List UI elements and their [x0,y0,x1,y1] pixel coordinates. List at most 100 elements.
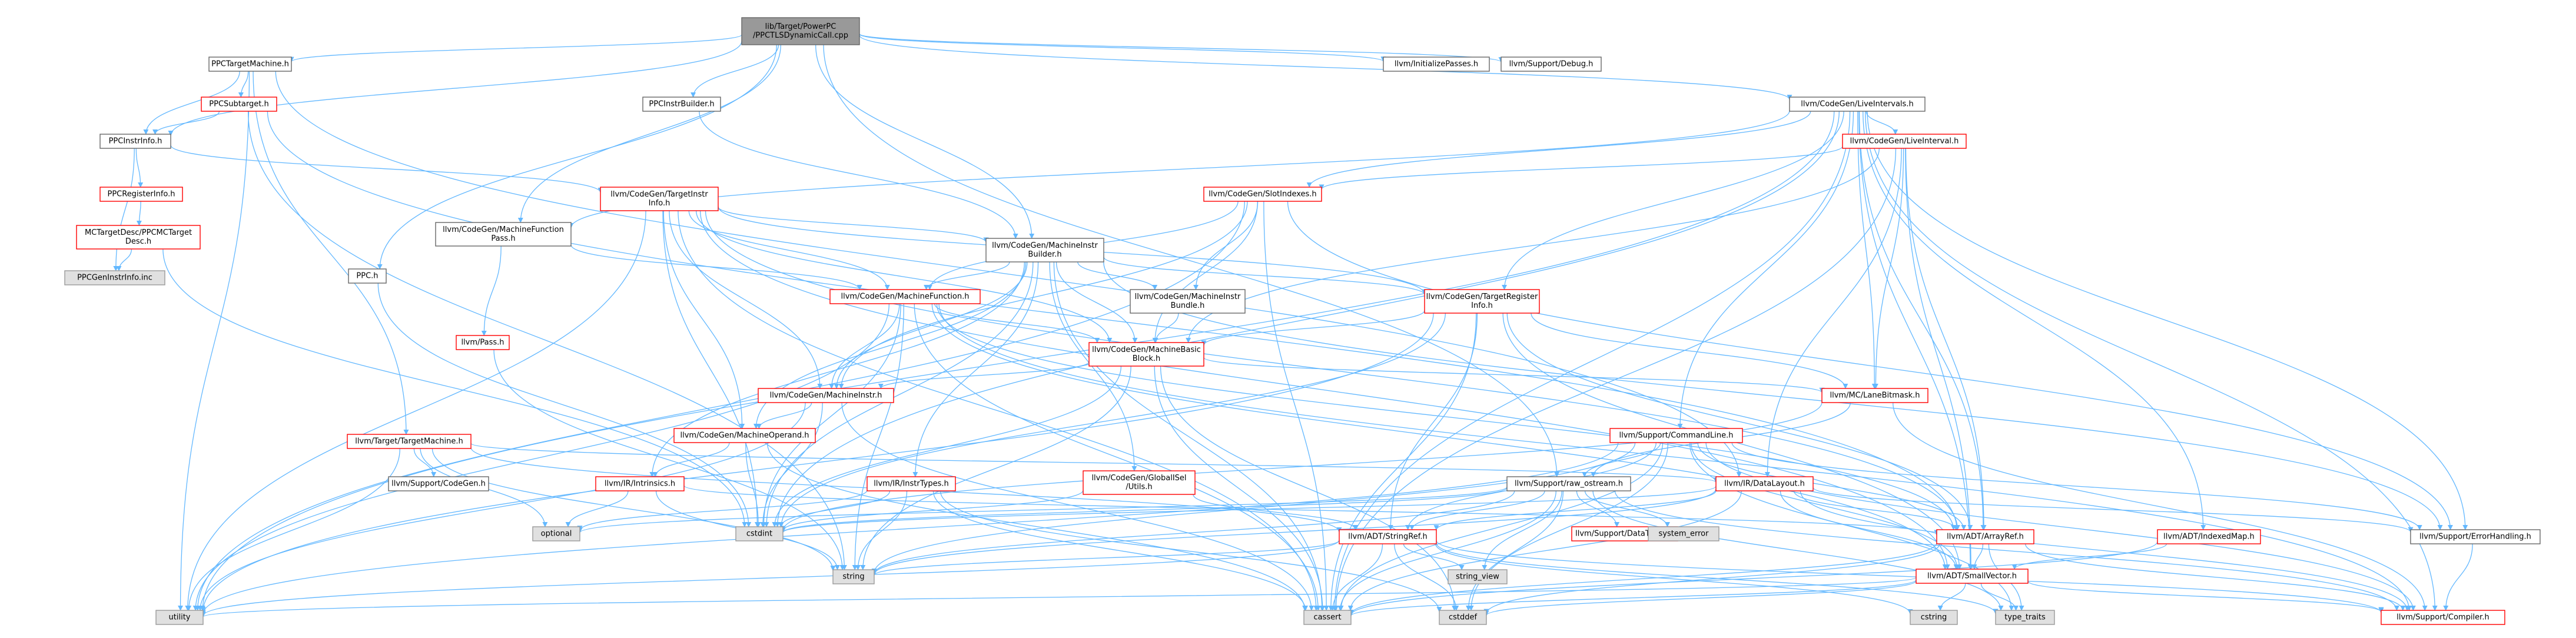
node-stringref[interactable]: llvm/ADT/StringRef.h [1339,529,1437,544]
node-indexedmap[interactable]: llvm/ADT/IndexedMap.h [2157,529,2261,544]
node-ppcinstrbuilder[interactable]: PPCInstrBuilder.h [642,97,721,112]
edge-focus-to-ppch [377,44,777,270]
node-cmdline[interactable]: llvm/Support/CommandLine.h [1609,428,1743,443]
edge-liveintervals-to-liveinterval [1865,111,1898,135]
node-ppcsub-label-line-0: PPCSubtarget.h [209,100,268,109]
node-ppcinstrinfo[interactable]: PPCInstrInfo.h [99,134,171,149]
edge-rawostream-to-optional [577,486,1508,533]
node-rawostream[interactable]: llvm/Support/raw_ostream.h [1506,476,1631,491]
edge-stringref-to-cstring [1435,543,1913,614]
edge-focus-to-ppcinstrinfo [168,41,742,136]
node-utility: utility [155,610,204,625]
node-typetraits: type_traits [1995,610,2055,625]
edge-ppcsub-to-string [247,111,847,570]
edge-mib-to-mibundle [1077,261,1158,290]
edge-insttypes-to-cassert [932,490,1309,611]
node-insttypes[interactable]: llvm/IR/InstrTypes.h [867,476,956,491]
edge-liveinterval-to-datalayout [1764,148,1902,477]
node-ppch[interactable]: PPC.h [348,268,387,284]
edge-ppcsub-to-ppcinstrinfo [152,111,220,135]
node-compiler[interactable]: llvm/Support/Compiler.h [2381,610,2505,625]
node-ppcreginfo[interactable]: PPCRegisterInfo.h [99,187,183,202]
edge-liveintervals-to-smallvector [1858,111,1973,570]
node-cstring-box [1910,610,1958,625]
node-mo[interactable]: llvm/CodeGen/MachineOperand.h [673,428,816,443]
node-mcdesc-label-line-0: MCTargetDesc/PPCMCTarget [85,228,192,237]
node-ppcsub[interactable]: PPCSubtarget.h [201,97,277,112]
edge-tm-to-utility [186,448,400,611]
edge-liveintervals-to-errorhandling [1867,111,2468,530]
edge-datalayout-to-arrayref [1793,490,1958,530]
node-mo-label-line-0: llvm/CodeGen/MachineOperand.h [680,431,809,440]
node-focus[interactable]: lib/Target/PowerPC/PPCTLSDynamicCall.cpp [741,17,860,45]
node-mf[interactable]: llvm/CodeGen/MachineFunction.h [829,289,981,304]
node-liveintervals[interactable]: llvm/CodeGen/LiveIntervals.h [1789,97,1926,112]
node-codegen[interactable]: llvm/Support/CodeGen.h [388,476,489,491]
edge-tm-to-datalayout [470,443,1719,483]
edge-mbb-to-cassert [1154,365,1326,611]
edge-cmdline-to-rawostream [1582,442,1661,477]
node-liveintervals-box [1789,97,1926,112]
node-mbb-label-line-1: Block.h [1133,354,1161,363]
node-mbb-label-line-0: llvm/CodeGen/MachineBasic [1092,345,1201,354]
node-tm[interactable]: llvm/Target/TargetMachine.h [347,434,472,449]
node-slotindexes-label-line-0: llvm/CodeGen/SlotIndexes.h [1209,190,1316,199]
node-optional-label-line-0: optional [541,530,572,539]
edge-mi-to-cassert [841,402,1314,611]
node-pass[interactable]: llvm/Pass.h [456,335,510,350]
node-ppcinstrbuilder-box [642,97,721,112]
node-codegen-label-line-0: llvm/Support/CodeGen.h [391,480,486,489]
edge-ppctm-to-ppcsub [238,71,249,98]
edge-focus-to-initpasses [859,34,1386,62]
node-errorhandling[interactable]: llvm/Support/ErrorHandling.h [2410,529,2541,544]
edge-tri-to-mbb [1201,310,1425,346]
edge-mib-to-mbb [1055,261,1138,343]
node-insttypes-label-line-0: llvm/IR/InstrTypes.h [874,480,949,489]
node-cstdint-label-line-0: cstdint [746,530,772,539]
node-typetraits-box [1995,610,2055,625]
node-lanebitmask[interactable]: llvm/MC/LaneBitmask.h [1821,388,1928,403]
node-smallvector[interactable]: llvm/ADT/SmallVector.h [1916,569,2029,584]
node-intrinsics[interactable]: llvm/IR/Intrinsics.h [595,476,685,491]
node-ppcreginfo-label-line-0: PPCRegisterInfo.h [107,190,175,199]
edge-mo-to-intrinsics [652,442,730,477]
edge-stringref-to-string [871,540,1340,576]
edge-insttypes-to-string [855,490,908,570]
node-compiler-box [2381,610,2505,625]
node-cstring-label-line-0: cstring [1921,613,1947,622]
edge-mbb-to-mi [878,361,1090,389]
node-arrayref[interactable]: llvm/ADT/ArrayRef.h [1936,529,2034,544]
node-globalisel-label-line-0: llvm/CodeGen/GlobalISel [1091,474,1186,483]
edge-liveintervals-to-indexedmap [1863,111,2206,530]
node-errorhandling-label-line-0: llvm/Support/ErrorHandling.h [2419,533,2531,541]
edge-globalisel-to-stringref [1193,494,1358,530]
node-ppcinstrinfo-label-line-0: PPCInstrInfo.h [109,137,162,146]
node-pass-label-line-0: llvm/Pass.h [461,338,504,347]
node-ppctm[interactable]: PPCTargetMachine.h [208,57,292,72]
node-debug[interactable]: llvm/Support/Debug.h [1501,57,1602,72]
node-globalisel[interactable]: llvm/CodeGen/GlobalISel/Utils.h [1083,470,1196,495]
node-initpasses[interactable]: llvm/InitializePasses.h [1383,57,1490,72]
node-cassert-label-line-0: cassert [1313,613,1341,622]
edge-tii-to-mo [663,210,745,429]
edge-liveintervals-to-mfpass [568,111,1790,228]
edge-smallvector-to-cstring [1937,583,1966,611]
node-stringref-label-line-0: llvm/ADT/StringRef.h [1348,533,1427,541]
node-mi[interactable]: llvm/CodeGen/MachineInstr.h [758,388,894,403]
node-string: string [832,569,875,584]
node-ppch-label-line-0: PPC.h [356,272,378,281]
node-liveinterval[interactable]: llvm/CodeGen/LiveInterval.h [1842,134,1967,149]
node-tri-box [1424,289,1540,314]
node-insttypes-box [867,476,956,491]
node-datalayout-label-line-0: llvm/IR/DataLayout.h [1724,480,1805,489]
node-initpasses-label-line-0: llvm/InitializePasses.h [1395,60,1478,69]
node-slotindexes[interactable]: llvm/CodeGen/SlotIndexes.h [1203,187,1322,202]
node-datalayout[interactable]: llvm/IR/DataLayout.h [1715,476,1814,491]
